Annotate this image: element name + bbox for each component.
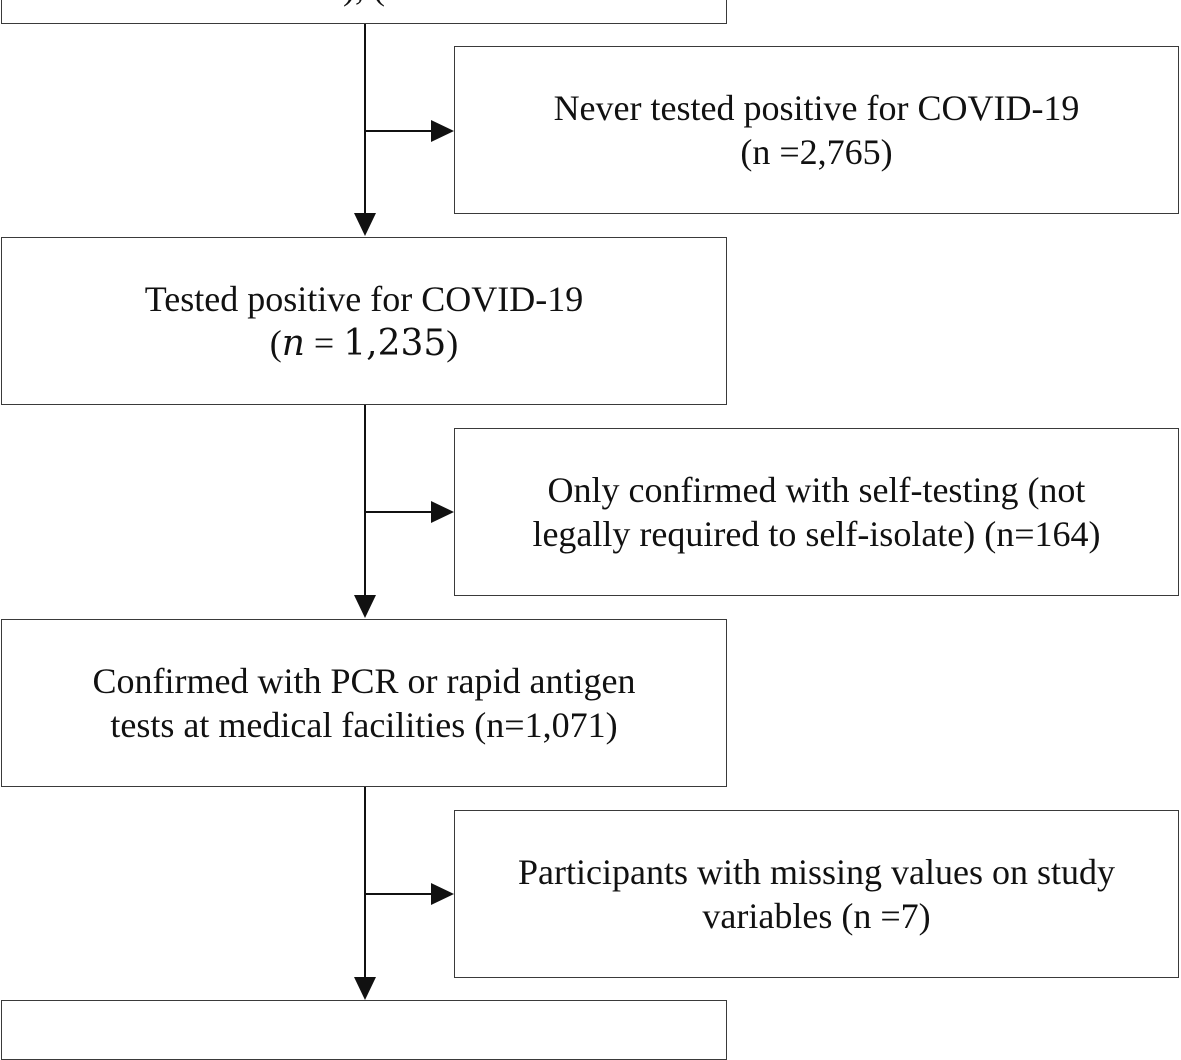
down-arrowhead bbox=[354, 595, 376, 618]
excluded-self-testing-line1: Only confirmed with self-testing (not bbox=[547, 470, 1086, 510]
tested-positive-count: (n = 1,235) bbox=[269, 322, 459, 364]
excluded-never-tested-count: (n =2,765) bbox=[740, 132, 893, 172]
excluded-missing-values-line1: Participants with missing values on stud… bbox=[518, 852, 1115, 892]
tested-positive-box: Tested positive for COVID-19 (n = 1,235) bbox=[1, 237, 727, 405]
final-sample-box-partial bbox=[1, 1000, 727, 1060]
confirmed-pcr-box: Confirmed with PCR or rapid antigen test… bbox=[1, 619, 727, 787]
tested-positive-label: Tested positive for COVID-19 bbox=[144, 278, 584, 319]
down-arrowhead bbox=[354, 977, 376, 1000]
confirmed-pcr-line1: Confirmed with PCR or rapid antigen bbox=[92, 661, 636, 701]
top-box-text: ), ( bbox=[343, 0, 385, 9]
excluded-never-tested-label: Never tested positive for COVID-19 bbox=[553, 88, 1080, 128]
excluded-never-tested-box: Never tested positive for COVID-19 (n =2… bbox=[454, 46, 1179, 214]
right-arrowhead bbox=[431, 501, 454, 523]
right-arrowhead bbox=[431, 120, 454, 142]
excluded-self-testing-line2: legally required to self-isolate) (n=164… bbox=[532, 514, 1101, 554]
top-box-partial: ), ( bbox=[1, 0, 727, 24]
down-arrowhead bbox=[354, 213, 376, 236]
right-arrowhead bbox=[431, 883, 454, 905]
excluded-missing-values-line2: variables (n =7) bbox=[702, 896, 931, 936]
excluded-self-testing-box: Only confirmed with self-testing (not le… bbox=[454, 428, 1179, 596]
excluded-missing-values-box: Participants with missing values on stud… bbox=[454, 810, 1179, 978]
confirmed-pcr-line2: tests at medical facilities (n=1,071) bbox=[110, 705, 618, 745]
